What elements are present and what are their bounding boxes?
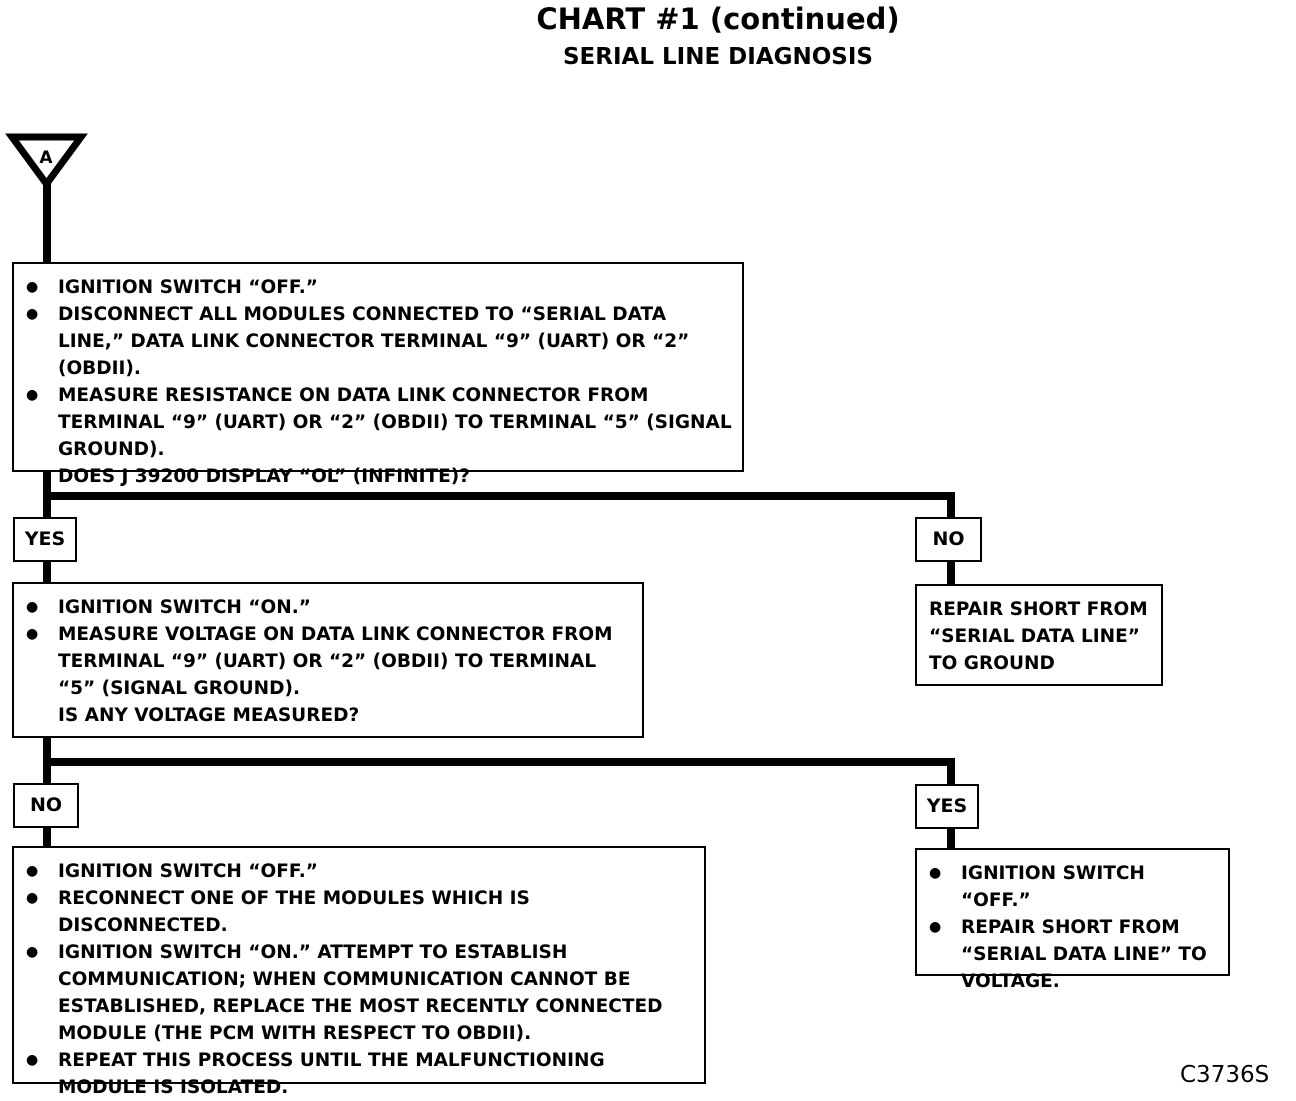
- connector-triangle: [5, 133, 88, 190]
- connector-letter: A: [39, 148, 53, 168]
- no-label-1: NO: [915, 517, 982, 562]
- step2-bullet-1: IGNITION SWITCH “ON.”: [26, 594, 632, 621]
- step1-bullet-1: IGNITION SWITCH “OFF.”: [26, 274, 732, 301]
- figure-reference: C3736S: [1180, 1062, 1270, 1088]
- page-subtitle: SERIAL LINE DIAGNOSIS: [562, 44, 873, 70]
- step3-bullet-2: RECONNECT ONE OF THE MODULES WHICH IS DI…: [26, 885, 694, 939]
- step1-question: DOES J 39200 DISPLAY “OL” (INFINITE)?: [58, 466, 470, 487]
- repair-ground-box: REPAIR SHORT FROM “SERIAL DATA LINE” TO …: [915, 584, 1163, 686]
- page-title: CHART #1 (continued): [536, 2, 900, 36]
- repair-voltage-box: IGNITION SWITCH “OFF.” REPAIR SHORT FROM…: [915, 848, 1230, 992]
- step3-box: IGNITION SWITCH “OFF.” RECONNECT ONE OF …: [12, 846, 706, 1098]
- repair-voltage-bullet-2: REPAIR SHORT FROM “SERIAL DATA LINE” TO …: [929, 914, 1218, 995]
- no-label-2: NO: [13, 783, 79, 828]
- step1-box: IGNITION SWITCH “OFF.” DISCONNECT ALL MO…: [12, 262, 744, 487]
- yes-label-2: YES: [915, 784, 979, 829]
- step2-question: IS ANY VOLTAGE MEASURED?: [58, 705, 360, 726]
- step3-bullet-4: REPEAT THIS PROCESS UNTIL THE MALFUNCTIO…: [26, 1047, 694, 1101]
- step1-bullet-2: DISCONNECT ALL MODULES CONNECTED TO “SER…: [26, 301, 732, 382]
- yes-label-1: YES: [13, 517, 77, 562]
- step2-box: IGNITION SWITCH “ON.” MEASURE VOLTAGE ON…: [12, 582, 644, 738]
- step3-bullet-1: IGNITION SWITCH “OFF.”: [26, 858, 694, 885]
- step2-bullet-2: MEASURE VOLTAGE ON DATA LINK CONNECTOR F…: [26, 621, 632, 702]
- repair-ground-text: REPAIR SHORT FROM “SERIAL DATA LINE” TO …: [929, 599, 1148, 674]
- repair-voltage-bullet-1: IGNITION SWITCH “OFF.”: [929, 860, 1218, 914]
- step3-bullet-3: IGNITION SWITCH “ON.” ATTEMPT TO ESTABLI…: [26, 939, 694, 1047]
- step1-bullet-3: MEASURE RESISTANCE ON DATA LINK CONNECTO…: [26, 382, 732, 463]
